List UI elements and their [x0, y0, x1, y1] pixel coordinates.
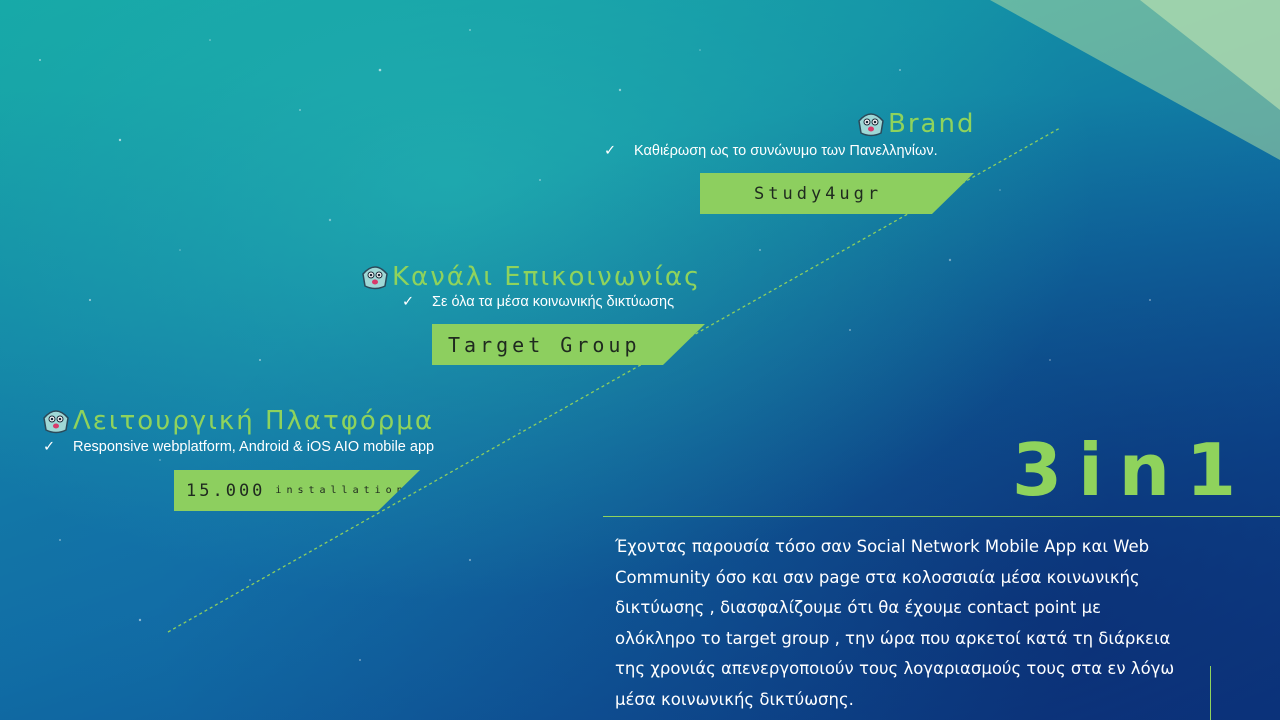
installations-tag: 15.000 installations — [174, 470, 420, 511]
channel-title: Κανάλι Επικοινωνίας — [392, 262, 702, 292]
target-group-label: Target Group — [448, 332, 641, 357]
installations-unit: installations — [275, 485, 419, 496]
checkmark-icon: ✓ — [604, 143, 617, 159]
brand-tag: Study4ugr — [700, 173, 974, 214]
corner-decoration — [990, 0, 1280, 160]
channel-bullet-text: Σε όλα τα μέσα κοινωνικής δικτύωσης — [432, 294, 675, 310]
headline-3in1: 3in1 — [1012, 428, 1253, 512]
description-line: δικτύωσης , διασφαλίζουμε ότι θα έχουμε … — [615, 598, 1101, 617]
brand-bullet: ✓ Καθιέρωση ως το συνώνυμο των Πανελληνίω… — [604, 143, 938, 159]
checkmark-icon: ✓ — [43, 439, 56, 455]
brand-title: Brand — [888, 109, 976, 139]
description-line: ολόκληρο το target group , την ώρα που α… — [615, 628, 1171, 648]
target-group-tag: Target Group — [432, 324, 705, 365]
platform-bullet: ✓ Responsive webplatform, Android & iOS A… — [43, 439, 434, 455]
mascot-icon — [362, 266, 388, 290]
brand-bullet-text: Καθιέρωση ως το συνώνυμο των Πανελληνίων… — [634, 143, 938, 159]
platform-bullet-text: Responsive webplatform, Android & iOS AI… — [73, 439, 435, 455]
description-line: Community όσο και σαν page στα κολοσσιαί… — [615, 567, 1140, 587]
platform-heading: Λειτουργική Πλατφόρμα — [41, 406, 434, 436]
description-paragraph: Έχοντας παρουσία τόσο σαν Social Network… — [615, 532, 1215, 715]
description-line: μέσα κοινωνικής δικτύωσης. — [615, 689, 854, 709]
mascot-icon — [858, 113, 884, 137]
mascot-icon — [43, 410, 69, 434]
channel-heading: Κανάλι Επικοινωνίας — [360, 262, 701, 292]
brand-tag-label: Study4ugr — [754, 183, 883, 204]
description-line: Έχοντας παρουσία τόσο σαν Social Network… — [615, 537, 1150, 556]
divider-line — [603, 516, 1280, 517]
checkmark-icon: ✓ — [402, 294, 415, 310]
channel-bullet: ✓ Σε όλα τα μέσα κοινωνικής δικτύωσης — [402, 294, 674, 310]
platform-title: Λειτουργική Πλατφόρμα — [73, 406, 434, 436]
installations-count: 15.000 — [186, 480, 266, 501]
description-line: της χρονιάς απενεργοποιούν τους λογαριασ… — [615, 659, 1175, 678]
vertical-divider — [1210, 666, 1211, 720]
brand-heading: Brand — [856, 109, 975, 139]
